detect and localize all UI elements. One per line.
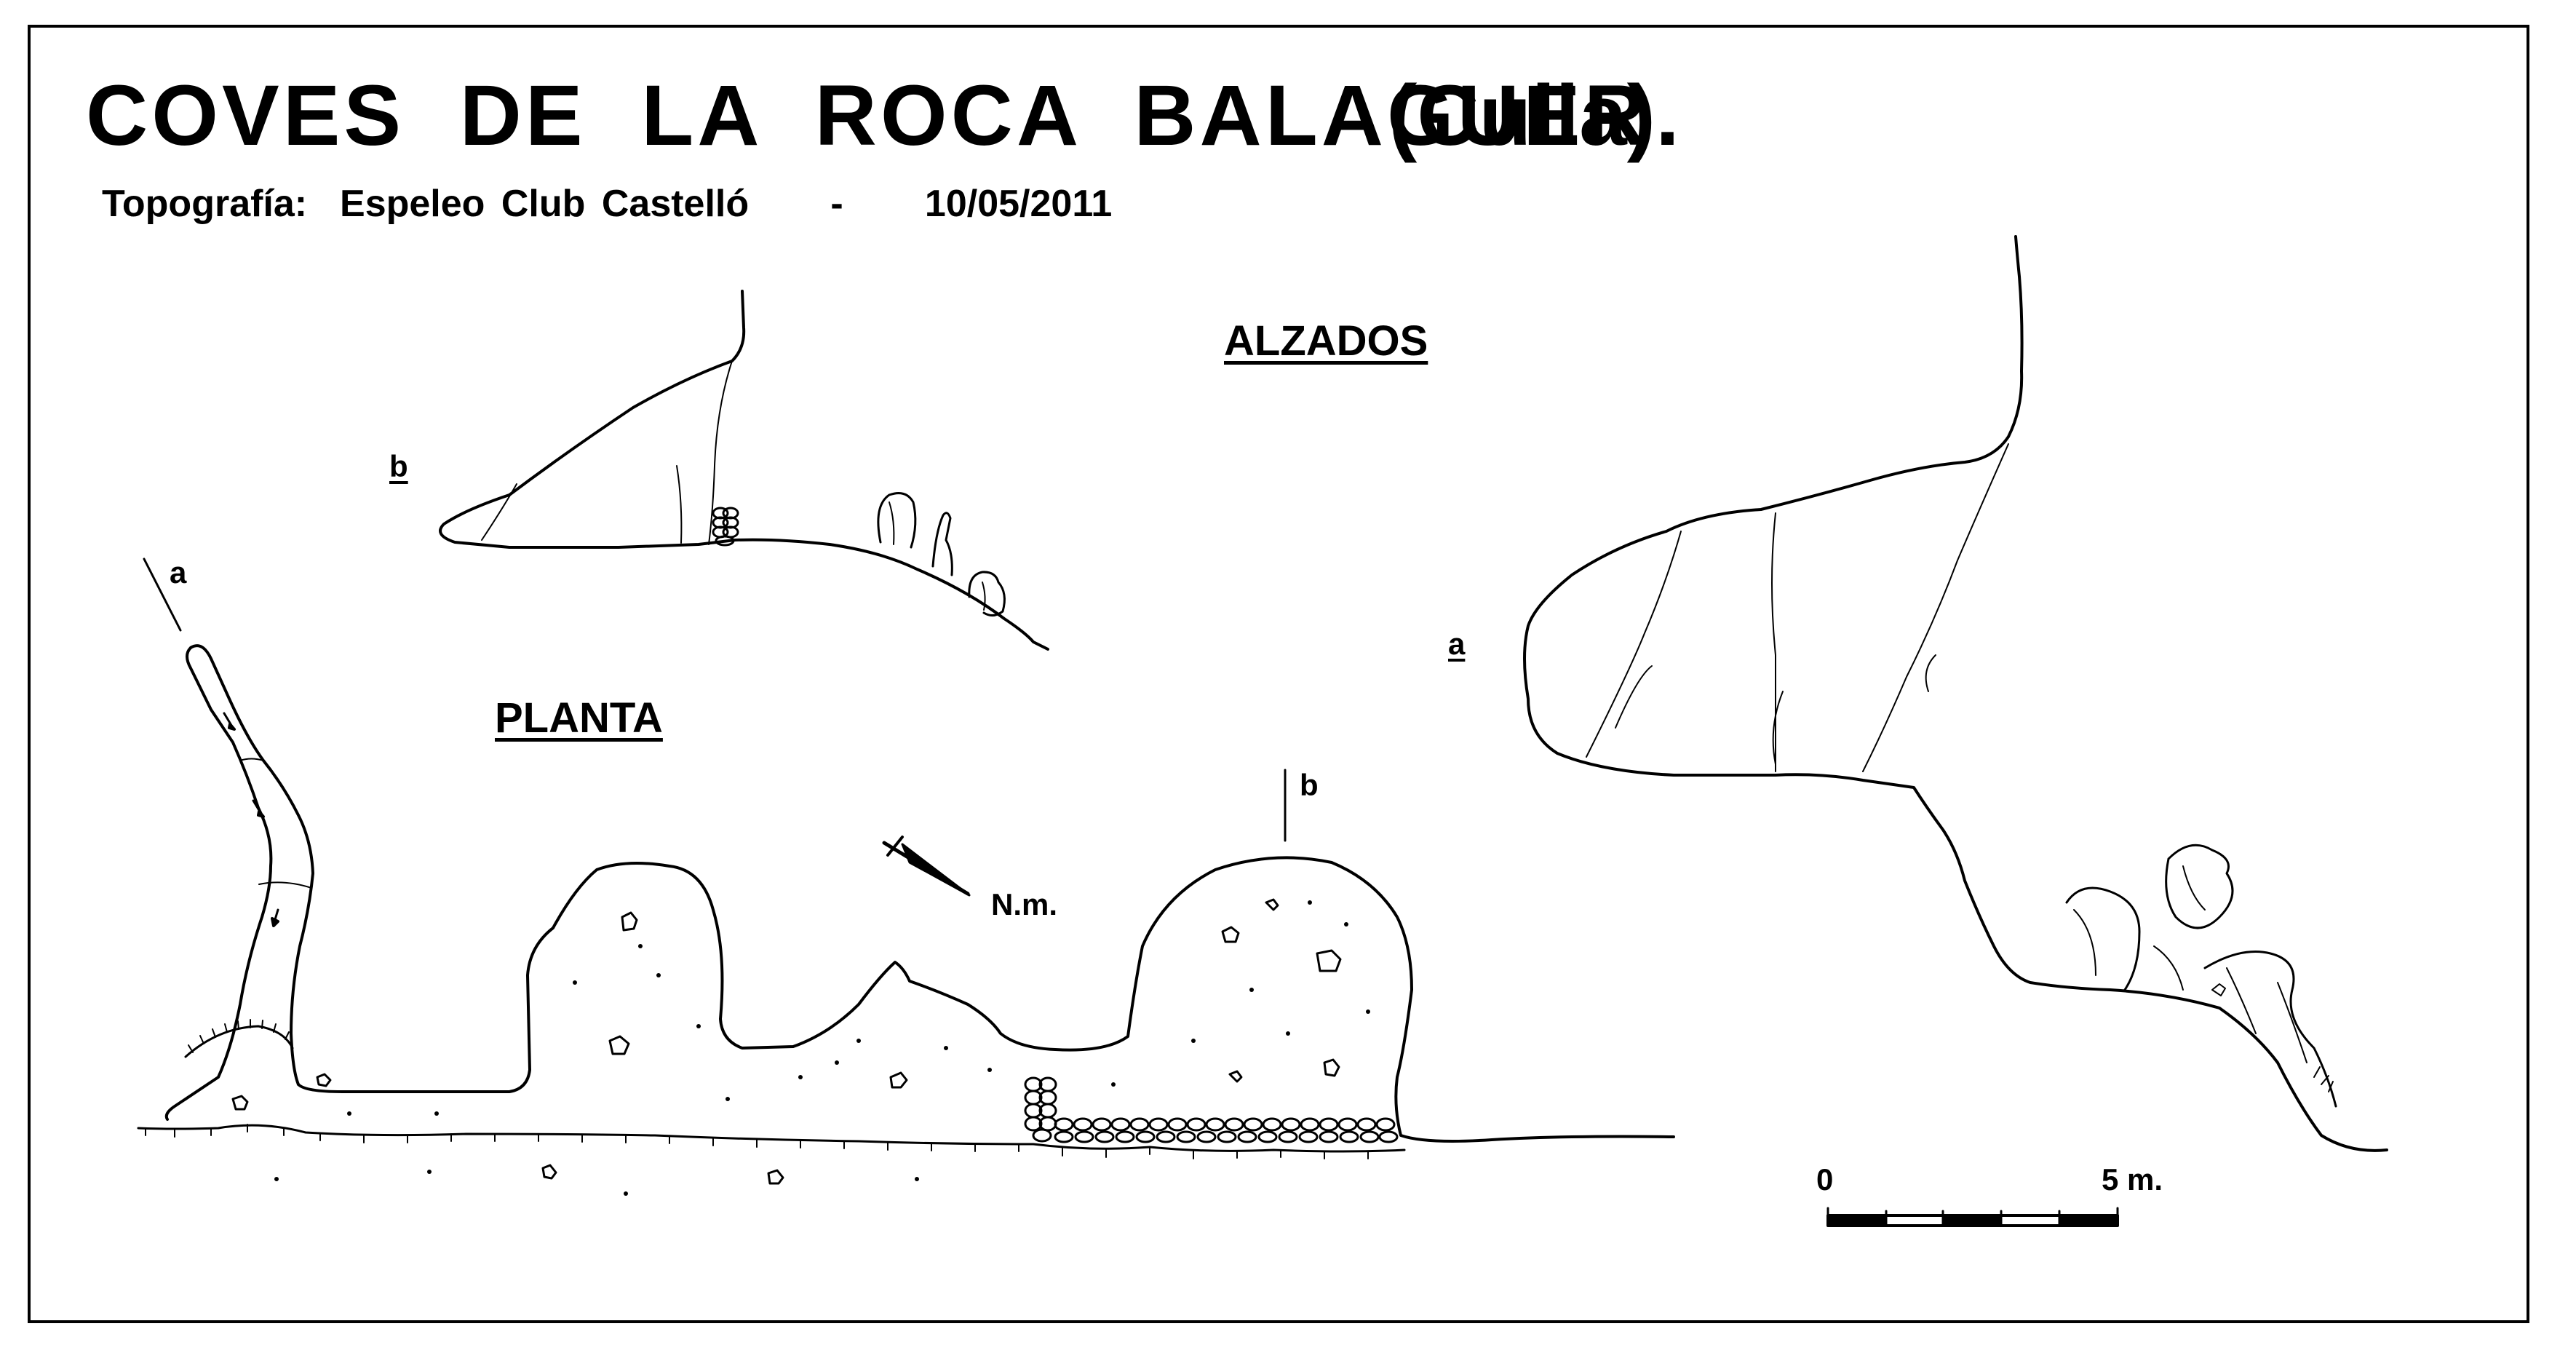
north-arrow (882, 836, 971, 897)
elevations-heading: ALZADOS (1224, 317, 1428, 365)
map-location: (Culla). (1388, 68, 1679, 164)
north-label: N.m. (991, 887, 1058, 921)
section-a-plan-label: a (170, 555, 187, 590)
survey-credits: Topografía: Espeleo Club Castelló - 10/0… (102, 183, 1113, 225)
map-frame (28, 25, 2529, 1323)
elevation-a (1523, 235, 2388, 1152)
scale-end-label: 5 m. (2102, 1162, 2163, 1197)
scale-start-label: 0 (1816, 1162, 1834, 1197)
scale-bar (1826, 1207, 2119, 1227)
elevation-b (439, 290, 1049, 651)
section-b-plan-label: b (1300, 768, 1319, 802)
plan-heading: PLANTA (495, 694, 663, 742)
section-a-elevation-label: a (1448, 627, 1466, 661)
map-title: COVES DE LA ROCA BALAGUER (86, 68, 1650, 164)
cave-plan (137, 558, 1675, 1196)
section-b-elevation-label: b (389, 449, 408, 483)
